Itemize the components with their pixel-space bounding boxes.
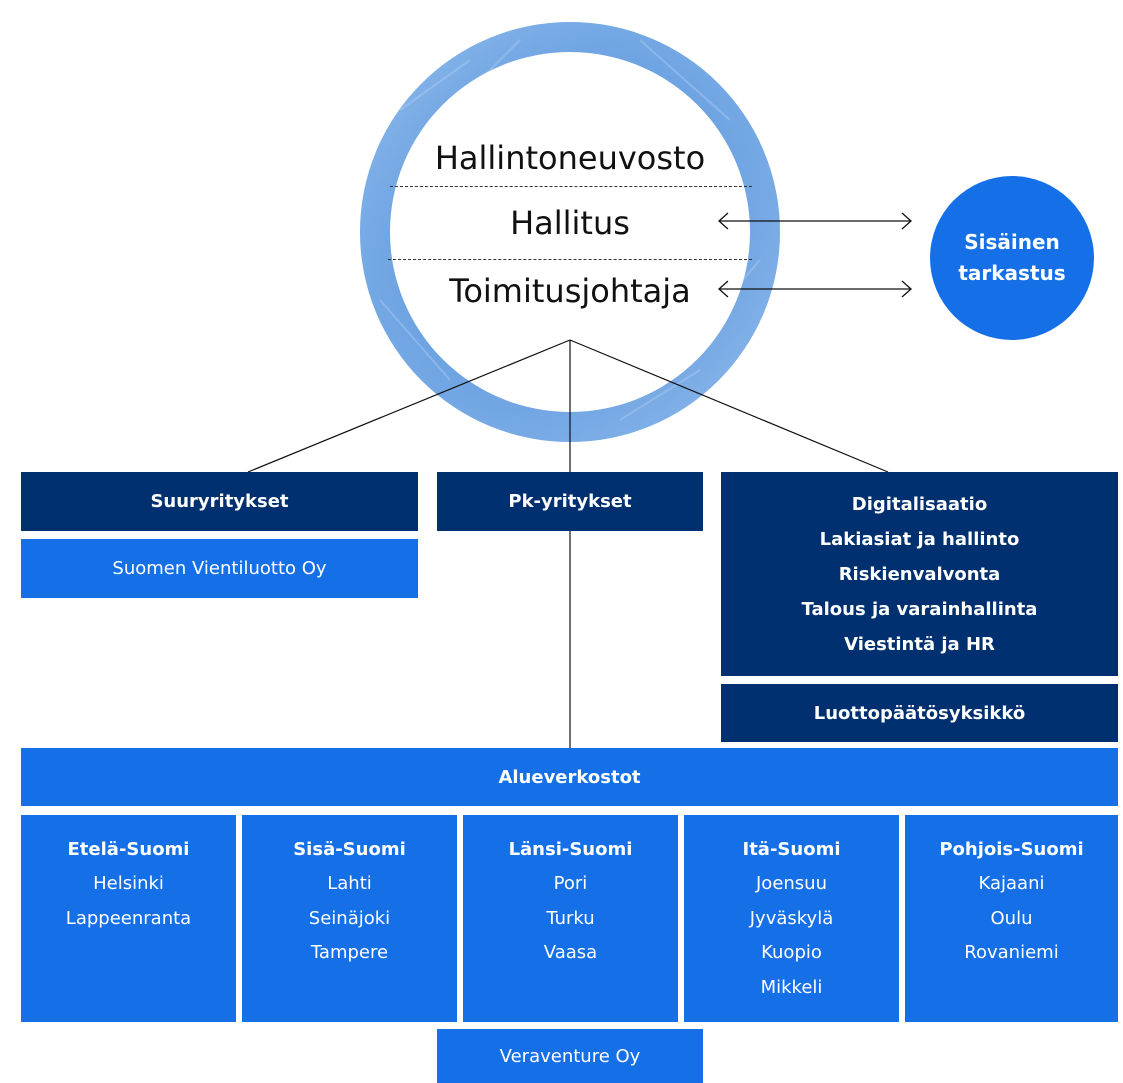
region-name: Itä-Suomi <box>742 839 841 860</box>
hallitus-label: Hallitus <box>510 204 630 242</box>
region-box-etela-suomi: Etelä-Suomi Helsinki Lappeenranta <box>21 815 236 1022</box>
luottopaatosyksikko-box: Luottopäätösyksikkö <box>721 684 1118 742</box>
region-city: Turku <box>546 907 595 929</box>
region-city: Tampere <box>310 942 389 963</box>
region-city: Kajaani <box>978 873 1045 894</box>
connector-digitalisaatio <box>569 339 889 473</box>
double-arrow-icon <box>718 280 912 298</box>
internal-audit-line2: tarkastus <box>958 261 1066 285</box>
vientiluotto-box: Suomen Vientiluotto Oy <box>21 539 418 598</box>
connector-suuryritykset <box>247 339 571 473</box>
dashed-divider <box>388 259 752 260</box>
support-function-item: Digitalisaatio <box>851 493 988 515</box>
suuryritykset-box: Suuryritykset <box>21 472 418 531</box>
region-city: Lahti <box>327 873 372 894</box>
support-function-item: Riskienvalvonta <box>838 563 1001 585</box>
region-name: Sisä-Suomi <box>293 839 406 860</box>
region-city: Seinäjoki <box>308 907 391 929</box>
pk-yritykset-box: Pk-yritykset <box>437 472 703 531</box>
internal-audit-line1: Sisäinen <box>964 230 1060 254</box>
alueverkostot-box: Alueverkostot <box>21 748 1118 806</box>
support-functions-box: Digitalisaatio Lakiasiat ja hallinto Ris… <box>721 472 1118 676</box>
region-name: Etelä-Suomi <box>67 839 190 860</box>
region-name: Länsi-Suomi <box>508 839 633 860</box>
region-box-ita-suomi: Itä-Suomi Joensuu Jyväskylä Kuopio Mikke… <box>684 815 899 1022</box>
region-city: Vaasa <box>543 942 598 963</box>
support-function-item: Talous ja varainhallinta <box>801 598 1038 620</box>
region-box-sisa-suomi: Sisä-Suomi Lahti Seinäjoki Tampere <box>242 815 457 1022</box>
hallintoneuvosto-label: Hallintoneuvosto <box>434 139 706 177</box>
region-city: Oulu <box>990 907 1033 929</box>
region-city: Mikkeli <box>760 976 823 998</box>
suuryritykset-label: Suuryritykset <box>150 491 289 512</box>
region-name: Pohjois-Suomi <box>939 839 1084 860</box>
region-city: Pori <box>553 873 588 894</box>
vientiluotto-label: Suomen Vientiluotto Oy <box>112 558 327 579</box>
internal-audit-circle: Sisäinen tarkastus <box>930 176 1094 340</box>
region-city: Joensuu <box>756 873 827 894</box>
region-box-pohjois-suomi: Pohjois-Suomi Kajaani Oulu Rovaniemi <box>905 815 1118 1022</box>
region-city: Rovaniemi <box>964 942 1059 963</box>
region-city: Helsinki <box>93 873 164 894</box>
veraventure-label: Veraventure Oy <box>499 1045 641 1067</box>
double-arrow-icon <box>718 212 912 230</box>
region-box-lansi-suomi: Länsi-Suomi Pori Turku Vaasa <box>463 815 678 1022</box>
dashed-divider <box>390 186 752 187</box>
region-city: Lappeenranta <box>65 907 192 929</box>
veraventure-box: Veraventure Oy <box>437 1029 703 1083</box>
luottopaatosyksikko-label: Luottopäätösyksikkö <box>813 702 1026 724</box>
alueverkostot-label: Alueverkostot <box>498 766 641 788</box>
support-function-item: Lakiasiat ja hallinto <box>819 528 1020 550</box>
governance-ring <box>360 22 780 442</box>
pk-yritykset-label: Pk-yritykset <box>508 491 632 512</box>
region-city: Jyväskylä <box>749 907 834 929</box>
support-function-item: Viestintä ja HR <box>844 633 995 655</box>
region-city: Kuopio <box>761 942 822 963</box>
toimitusjohtaja-label: Toimitusjohtaja <box>449 272 691 310</box>
